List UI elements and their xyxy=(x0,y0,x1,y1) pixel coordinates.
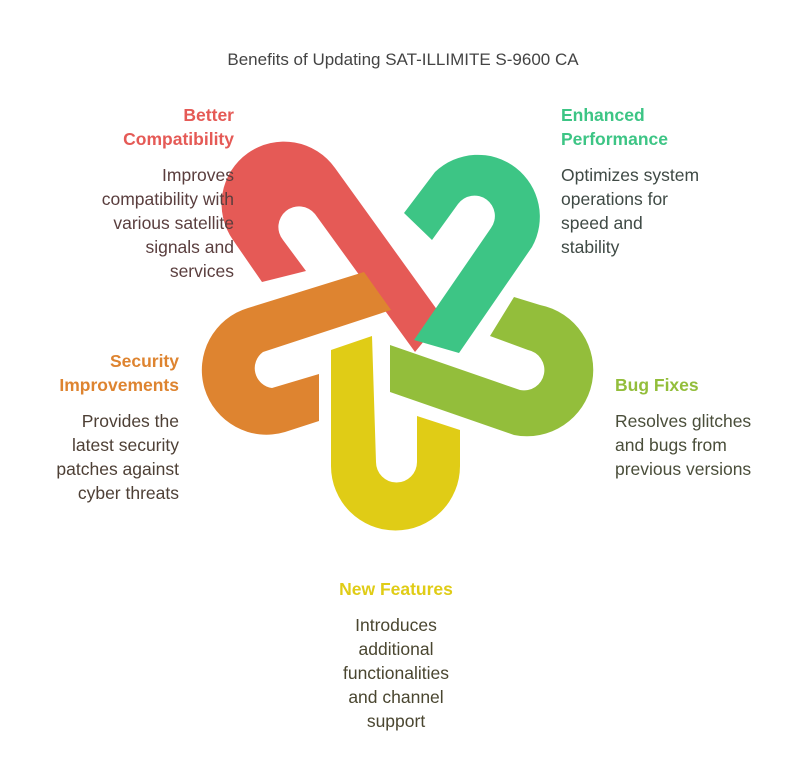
desc-line: Improves xyxy=(162,165,234,185)
benefit-security-title: Security Improvements xyxy=(20,349,179,397)
desc-line: additional xyxy=(358,639,434,659)
link-new_features-shape xyxy=(331,336,460,531)
benefit-new-features-desc: Introduces additional functionalities an… xyxy=(296,613,496,733)
diagram-title: Benefits of Updating SAT-ILLIMITE S-9600… xyxy=(227,50,579,69)
desc-line: Introduces xyxy=(355,615,437,635)
knot-link-security xyxy=(201,272,391,435)
benefit-performance: Enhanced Performance Optimizes system op… xyxy=(561,103,761,259)
desc-line: Resolves glitches xyxy=(615,411,752,431)
title-line: Improvements xyxy=(59,375,179,395)
benefit-bug-fixes-title: Bug Fixes xyxy=(615,373,805,397)
link-compatibility-shape xyxy=(221,141,443,352)
knot-link-bug_fixes xyxy=(390,297,594,437)
benefit-new-features-title: New Features xyxy=(296,577,496,601)
title-line: Enhanced xyxy=(561,105,645,125)
benefit-compatibility-title: Better Compatibility xyxy=(50,103,234,151)
desc-line: speed and xyxy=(561,213,643,233)
desc-line: patches against xyxy=(56,459,179,479)
desc-line: Optimizes system xyxy=(561,165,700,185)
desc-line: previous versions xyxy=(615,459,752,479)
benefit-new-features: New Features Introduces additional funct… xyxy=(296,577,496,733)
desc-line: support xyxy=(366,711,426,731)
desc-line: and bugs from xyxy=(615,435,727,455)
benefit-compatibility: Better Compatibility Improves compatibil… xyxy=(50,103,234,283)
benefit-compatibility-desc: Improves compatibility with various sate… xyxy=(50,163,234,283)
benefit-security-desc: Provides the latest security patches aga… xyxy=(20,409,179,505)
benefit-performance-desc: Optimizes system operations for speed an… xyxy=(561,163,761,259)
title-line: Bug Fixes xyxy=(615,375,699,395)
desc-line: signals and xyxy=(145,237,234,257)
knot-link-compatibility xyxy=(221,141,443,352)
benefit-bug-fixes: Bug Fixes Resolves glitches and bugs fro… xyxy=(615,373,805,481)
knot-link-new_features xyxy=(331,336,460,531)
title-line: New Features xyxy=(339,579,453,599)
title-line: Security xyxy=(109,351,179,371)
desc-line: latest security xyxy=(72,435,179,455)
link-bug_fixes-shape xyxy=(390,297,594,437)
title-line: Compatibility xyxy=(123,129,234,149)
desc-line: compatibility with xyxy=(101,189,234,209)
desc-line: operations for xyxy=(561,189,669,209)
desc-line: various satellite xyxy=(113,213,234,233)
benefit-performance-title: Enhanced Performance xyxy=(561,103,761,151)
desc-line: and channel xyxy=(348,687,444,707)
desc-line: Provides the xyxy=(81,411,179,431)
desc-line: cyber threats xyxy=(77,483,179,503)
title-line: Better xyxy=(183,105,234,125)
title-line: Performance xyxy=(561,129,668,149)
desc-line: stability xyxy=(561,237,620,257)
desc-line: services xyxy=(169,261,234,281)
link-security-shape xyxy=(201,272,391,435)
benefit-bug-fixes-desc: Resolves glitches and bugs from previous… xyxy=(615,409,805,481)
link-performance-shape xyxy=(404,154,540,353)
benefit-security: Security Improvements Provides the lates… xyxy=(20,349,179,505)
desc-line: functionalities xyxy=(342,663,450,683)
knot-link-performance xyxy=(404,154,540,353)
